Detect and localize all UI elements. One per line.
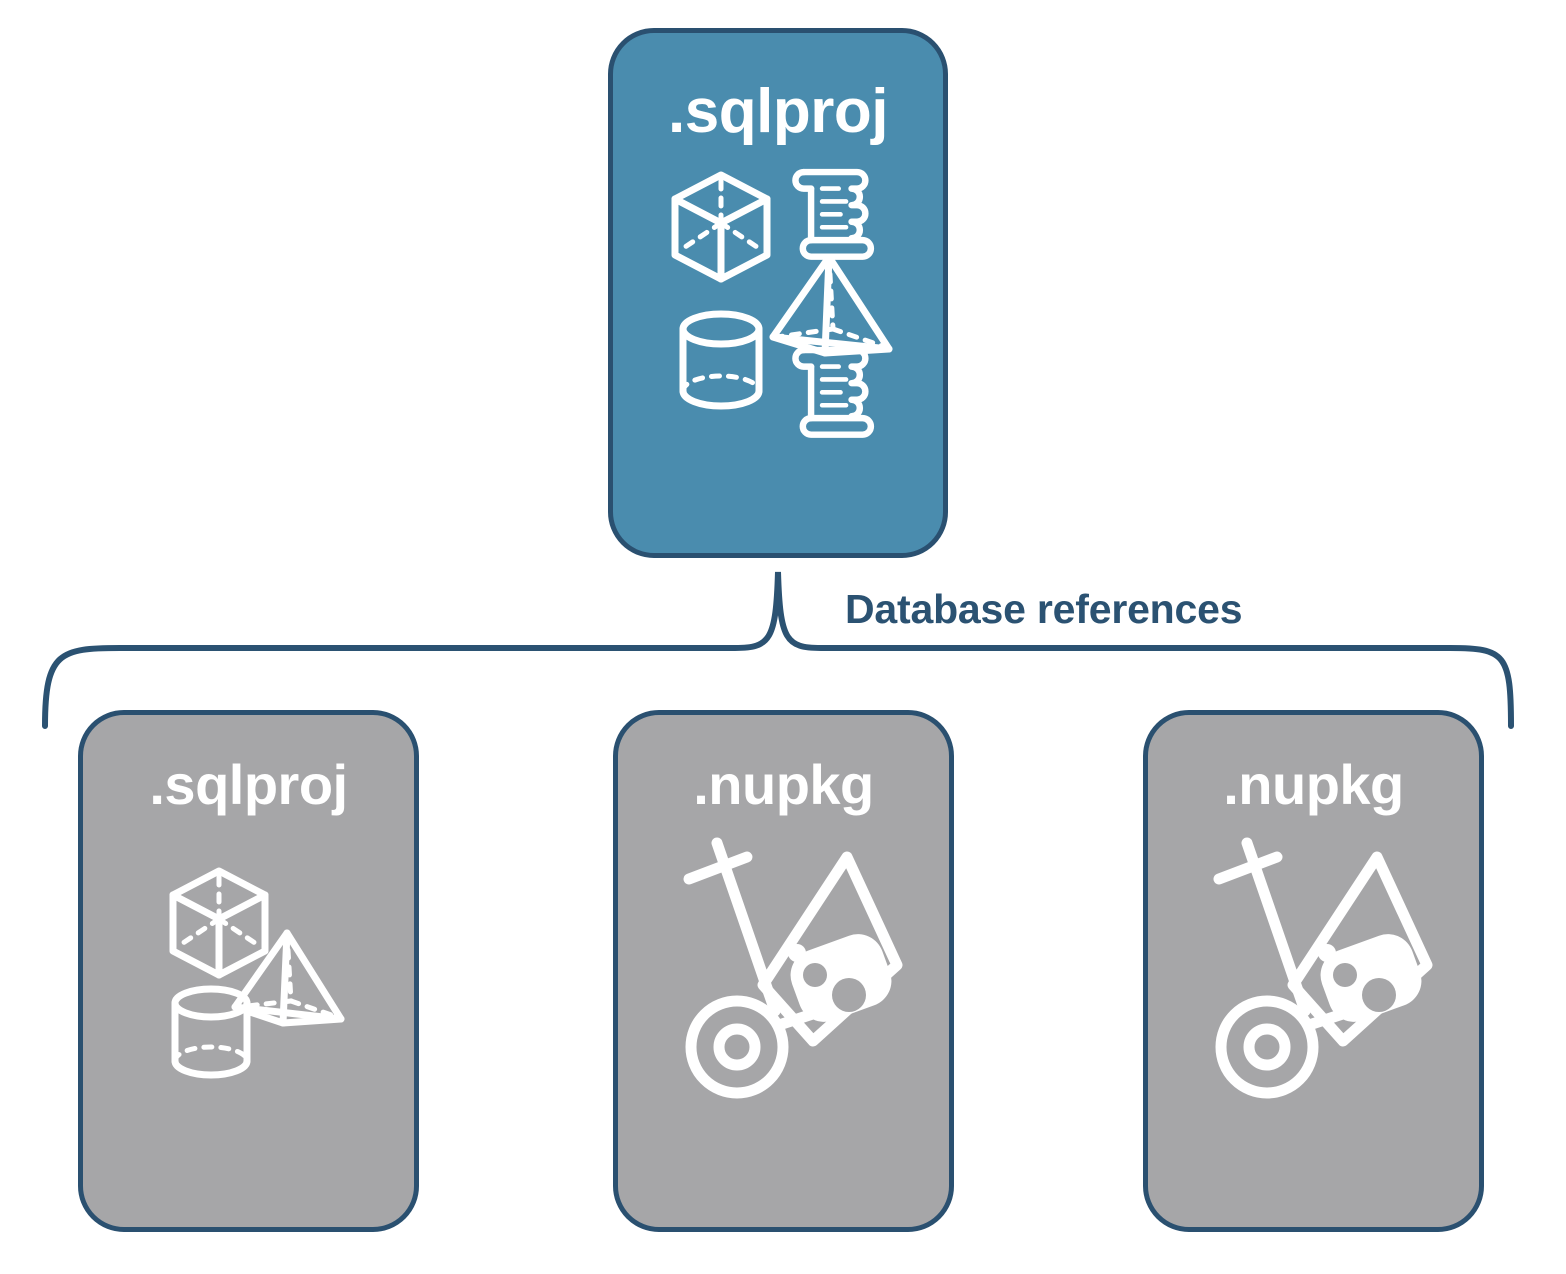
cylinder-icon xyxy=(171,985,250,1079)
scroll-icon xyxy=(792,168,875,260)
node-ref-sqlproj-artwork xyxy=(83,813,414,1227)
cube-icon xyxy=(671,171,771,283)
hand-truck-package-icon xyxy=(1213,837,1432,1099)
node-ref-nupkg-2[interactable]: .nupkg xyxy=(1143,710,1484,1232)
node-ref-nupkg-2-label: .nupkg xyxy=(1223,753,1404,816)
cylinder-icon xyxy=(679,310,763,410)
node-ref-sqlproj-label: .sqlproj xyxy=(149,753,348,816)
scroll-icon xyxy=(792,346,875,438)
hand-truck-package-icon xyxy=(683,837,902,1099)
node-ref-nupkg-1-artwork xyxy=(618,813,949,1227)
node-ref-nupkg-2-artwork xyxy=(1148,813,1479,1227)
node-ref-sqlproj[interactable]: .sqlproj xyxy=(78,710,419,1232)
pyramid-icon xyxy=(769,253,893,357)
node-root-sqlproj[interactable]: .sqlproj xyxy=(608,28,948,558)
node-ref-nupkg-1-label: .nupkg xyxy=(693,753,874,816)
brace-path xyxy=(42,571,1514,729)
node-ref-nupkg-1[interactable]: .nupkg xyxy=(613,710,954,1232)
node-root-artwork xyxy=(613,143,943,553)
node-root-label: .sqlproj xyxy=(668,77,888,146)
cube-icon xyxy=(169,867,268,979)
connector-label: Database references xyxy=(845,586,1243,632)
pyramid-icon xyxy=(231,929,344,1027)
